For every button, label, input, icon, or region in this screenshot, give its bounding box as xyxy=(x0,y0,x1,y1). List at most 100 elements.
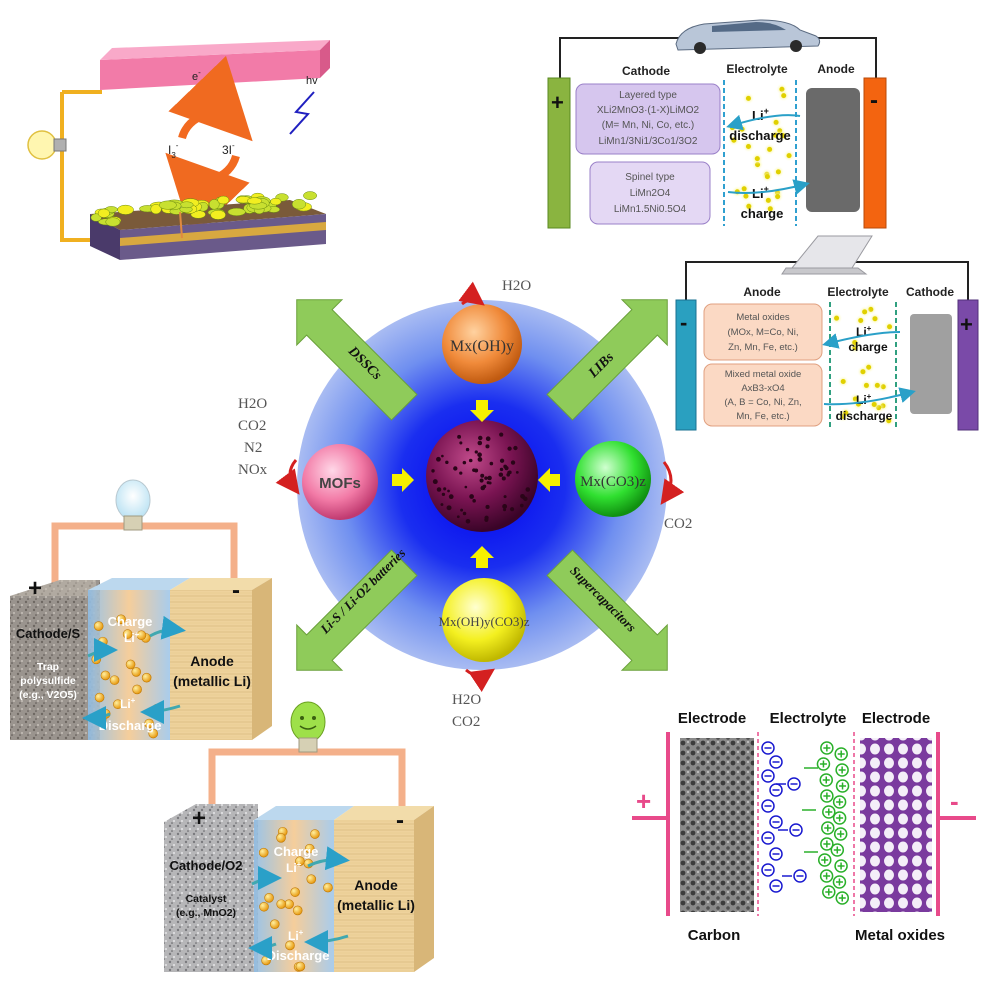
gas-left-label-2: CO2 xyxy=(238,418,266,434)
lis-anode-side xyxy=(252,578,272,740)
dssc-particle xyxy=(158,200,177,210)
lis-li-bottom: Li+ xyxy=(120,696,136,711)
sphere-pore xyxy=(478,435,483,441)
supercap-plus: + xyxy=(636,786,651,816)
gas-release-arc-top xyxy=(458,281,485,306)
lio2-anode-block xyxy=(334,820,414,972)
dssc-nanoparticles xyxy=(90,191,318,227)
lib-car-ion xyxy=(780,133,786,139)
lib-laptop-electrolyte-ions xyxy=(830,303,896,427)
sphere-pore xyxy=(436,487,442,492)
lis-ball xyxy=(98,636,108,647)
lis-ball xyxy=(136,630,147,641)
sphere-pore xyxy=(468,458,473,463)
lio2-smiley-bulb-icon xyxy=(290,701,326,753)
lis-charge-arrow-2 xyxy=(87,638,118,663)
lis-ball xyxy=(109,675,120,685)
supercap-cation xyxy=(832,795,847,809)
lib-car-discharge-arrow xyxy=(726,114,801,131)
gas-bottom-label-2: CO2 xyxy=(452,714,480,730)
lib-laptop-discharge-label: discharge xyxy=(836,409,893,423)
lis-ball xyxy=(113,699,123,710)
lis-minus: - xyxy=(232,577,240,604)
conversion-arrow-top xyxy=(470,400,494,422)
lio2-catalyst-line1: Catalyst xyxy=(186,893,227,905)
lio2-ball xyxy=(259,901,269,912)
lib-laptop-electrolyte-label: Electrolyte xyxy=(827,285,889,299)
dssc-particle xyxy=(150,204,162,215)
lio2-cathode-label: Cathode/O2 xyxy=(170,858,243,873)
lib-laptop-li-ion-bottom: Li+ xyxy=(856,392,872,407)
lib-laptop-ion xyxy=(871,401,877,407)
lib-laptop-anode-collector xyxy=(675,299,697,431)
lio2-charge-arrow xyxy=(307,846,350,871)
lis-anode-line2: (metallic Li) xyxy=(173,673,251,689)
synthesis-hub: DSSCs LIBs Li-S / Li-O2 batteries Superc… xyxy=(238,278,692,730)
supercap-cation xyxy=(820,741,834,755)
supercap-anion xyxy=(787,777,801,791)
lib-car-ion xyxy=(765,197,771,203)
sphere-pore xyxy=(503,464,508,469)
sphere-pore xyxy=(436,456,441,462)
sphere-pore xyxy=(445,460,449,465)
lis-trap-line2: polysulfide xyxy=(20,675,76,687)
conversion-arrow-left xyxy=(392,468,414,492)
supercap-minus: - xyxy=(950,786,959,816)
li-o2-battery-panel: + - Cathode/O2 Catalyst (e.g., MnO2) Cha… xyxy=(164,701,434,972)
lio2-anode-line2: (metallic Li) xyxy=(337,897,415,913)
lis-cathode-top xyxy=(10,580,96,596)
sphere-pore xyxy=(510,507,515,512)
dssc-iodide: 3I- xyxy=(222,141,235,157)
sphere-pore xyxy=(503,508,507,512)
sphere-pore xyxy=(465,518,471,524)
supercap-cation xyxy=(821,821,835,835)
lib-car-ion xyxy=(764,174,770,180)
gas-top-label: H2O xyxy=(502,278,531,294)
dssc-particle xyxy=(179,201,194,209)
arrow-li-s-li-o2 xyxy=(296,549,418,671)
dssc-panel: e- hv I3- 3I- e- xyxy=(27,40,330,260)
lio2-anode-top xyxy=(334,806,434,820)
sphere-pore xyxy=(487,475,492,481)
gas-left-label-1: H2O xyxy=(238,396,267,412)
supercap-cation xyxy=(833,827,848,841)
lis-trap-line1: Trap xyxy=(37,661,59,673)
precursor-carbonate-label: Mx(CO3)z xyxy=(580,474,646,490)
lis-cathode-label: Cathode/S xyxy=(16,626,81,641)
supercap-anion xyxy=(761,741,775,755)
lib-car-spinel-formula1: LiMn2O4 xyxy=(630,188,671,199)
lio2-ball xyxy=(264,893,274,903)
dssc-electron-arrow-bottom xyxy=(179,211,183,239)
gas-left-label-3: N2 xyxy=(244,440,262,456)
sphere-pore xyxy=(472,499,476,503)
supercap-cation xyxy=(816,757,831,771)
supercap-electrode-right-label: Electrode xyxy=(862,710,930,727)
sphere-pore xyxy=(443,487,447,491)
lis-plus: + xyxy=(28,575,42,602)
dssc-hv-label: hv xyxy=(306,75,318,87)
lib-car-electrolyte-ions xyxy=(726,83,796,215)
lib-car-electrolyte-label: Electrolyte xyxy=(726,62,788,76)
sphere-pore xyxy=(459,471,463,475)
supercap-carbon-label: Carbon xyxy=(688,927,741,944)
arrow-libs xyxy=(546,299,668,421)
lib-car-layered-formula3: LiMn1/3Ni1/3Co1/3O2 xyxy=(599,136,698,147)
sphere-pore xyxy=(431,469,435,473)
lis-ball xyxy=(94,692,105,703)
lib-car-panel: + - Cathode Electrolyte Anode Layered ty… xyxy=(547,19,887,229)
lio2-ball xyxy=(310,829,320,839)
sphere-pore xyxy=(474,468,479,473)
lib-car-ion xyxy=(781,93,787,99)
lib-car-anode-label: Anode xyxy=(817,62,855,76)
lio2-ball xyxy=(295,856,305,867)
precursor-mofs-label: MOFs xyxy=(319,475,361,492)
sphere-pore xyxy=(485,504,490,510)
supercap-cation xyxy=(834,747,848,761)
sphere-pore xyxy=(462,511,467,516)
sphere-pore xyxy=(501,476,506,481)
lib-car-ion xyxy=(767,206,773,212)
sphere-pore xyxy=(462,460,467,465)
sphere-pore xyxy=(465,447,470,452)
sphere-pore xyxy=(486,481,490,485)
sphere-pore xyxy=(453,466,458,471)
